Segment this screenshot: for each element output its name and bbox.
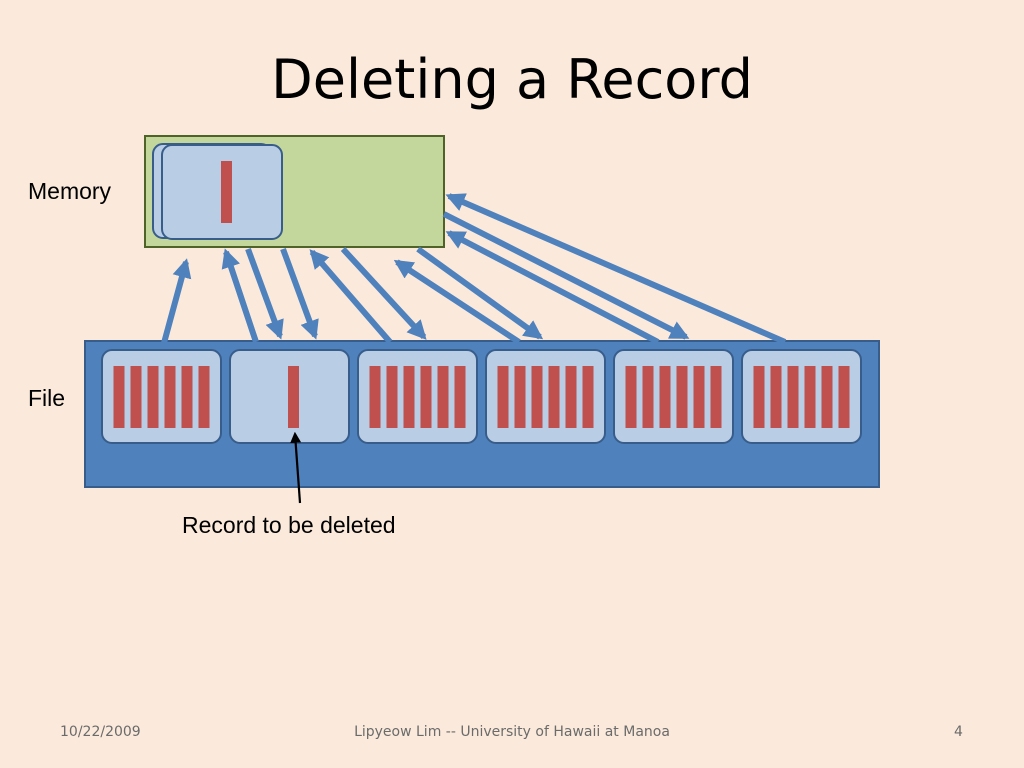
file-page-2-record-1 <box>288 366 299 428</box>
footer-author: Lipyeow Lim -- University of Hawaii at M… <box>354 724 670 740</box>
file-page-5-record-5 <box>693 366 705 428</box>
file-page-3-record-1 <box>369 366 381 428</box>
file-page-5-record-3 <box>659 366 671 428</box>
arrow-page3-to-memory <box>309 249 393 344</box>
file-page-3-record-6 <box>454 366 466 428</box>
file-page-1-record-5 <box>181 366 193 428</box>
file-page-4-record-1 <box>497 366 509 428</box>
file-page-4-record-4 <box>548 366 560 428</box>
file-pages <box>101 349 862 444</box>
file-page-6-record-4 <box>804 366 816 428</box>
file-page-1-record-6 <box>198 366 210 428</box>
file-page-5-record-2 <box>642 366 654 428</box>
file-page-6-record-6 <box>838 366 850 428</box>
file-page-1-record-3 <box>147 366 159 428</box>
arrow-memory-to-page4 <box>416 246 544 340</box>
file-page-1-record-4 <box>164 366 176 428</box>
file-page-5-record-1 <box>625 366 637 428</box>
file-page-4-record-3 <box>531 366 543 428</box>
file-page-3-record-2 <box>386 366 398 428</box>
file-page-5-record-6 <box>710 366 722 428</box>
arrow-memory-to-page5 <box>442 211 690 340</box>
file-page-3-record-4 <box>420 366 432 428</box>
arrow-page4-to-memory <box>393 259 521 345</box>
file-page-4-record-2 <box>514 366 526 428</box>
file-page-6-record-1 <box>753 366 765 428</box>
arrow-memory-to-page2-b <box>280 247 319 340</box>
file-page-6-record-3 <box>787 366 799 428</box>
file-page-4-record-5 <box>565 366 577 428</box>
file-page-3-record-3 <box>403 366 415 428</box>
file-label: File <box>28 385 66 411</box>
arrow-memory-to-page2-a <box>245 247 284 340</box>
file-page-6-record-5 <box>821 366 833 428</box>
file-page-6-record-2 <box>770 366 782 428</box>
slide-title: Deleting a Record <box>271 48 753 111</box>
arrow-page1-to-memory <box>161 258 192 344</box>
arrow-memory-to-page3 <box>340 246 427 340</box>
record-to-be-deleted-label: Record to be deleted <box>182 512 396 538</box>
footer-page-number: 4 <box>954 724 963 740</box>
arrow-page5-to-memory <box>445 230 660 345</box>
file-page-3-record-5 <box>437 366 449 428</box>
file-page-1-record-2 <box>130 366 142 428</box>
transfer-arrows <box>161 193 787 345</box>
arrow-page2-to-memory <box>221 248 259 343</box>
memory-record <box>221 161 232 223</box>
file-page-1-record-1 <box>113 366 125 428</box>
file-page-4-record-6 <box>582 366 594 428</box>
footer-date: 10/22/2009 <box>60 724 141 740</box>
record-pointer-arrow <box>290 431 302 504</box>
file-page-5-record-4 <box>676 366 688 428</box>
arrow-page6-to-memory <box>445 193 787 345</box>
memory-label: Memory <box>28 178 112 204</box>
